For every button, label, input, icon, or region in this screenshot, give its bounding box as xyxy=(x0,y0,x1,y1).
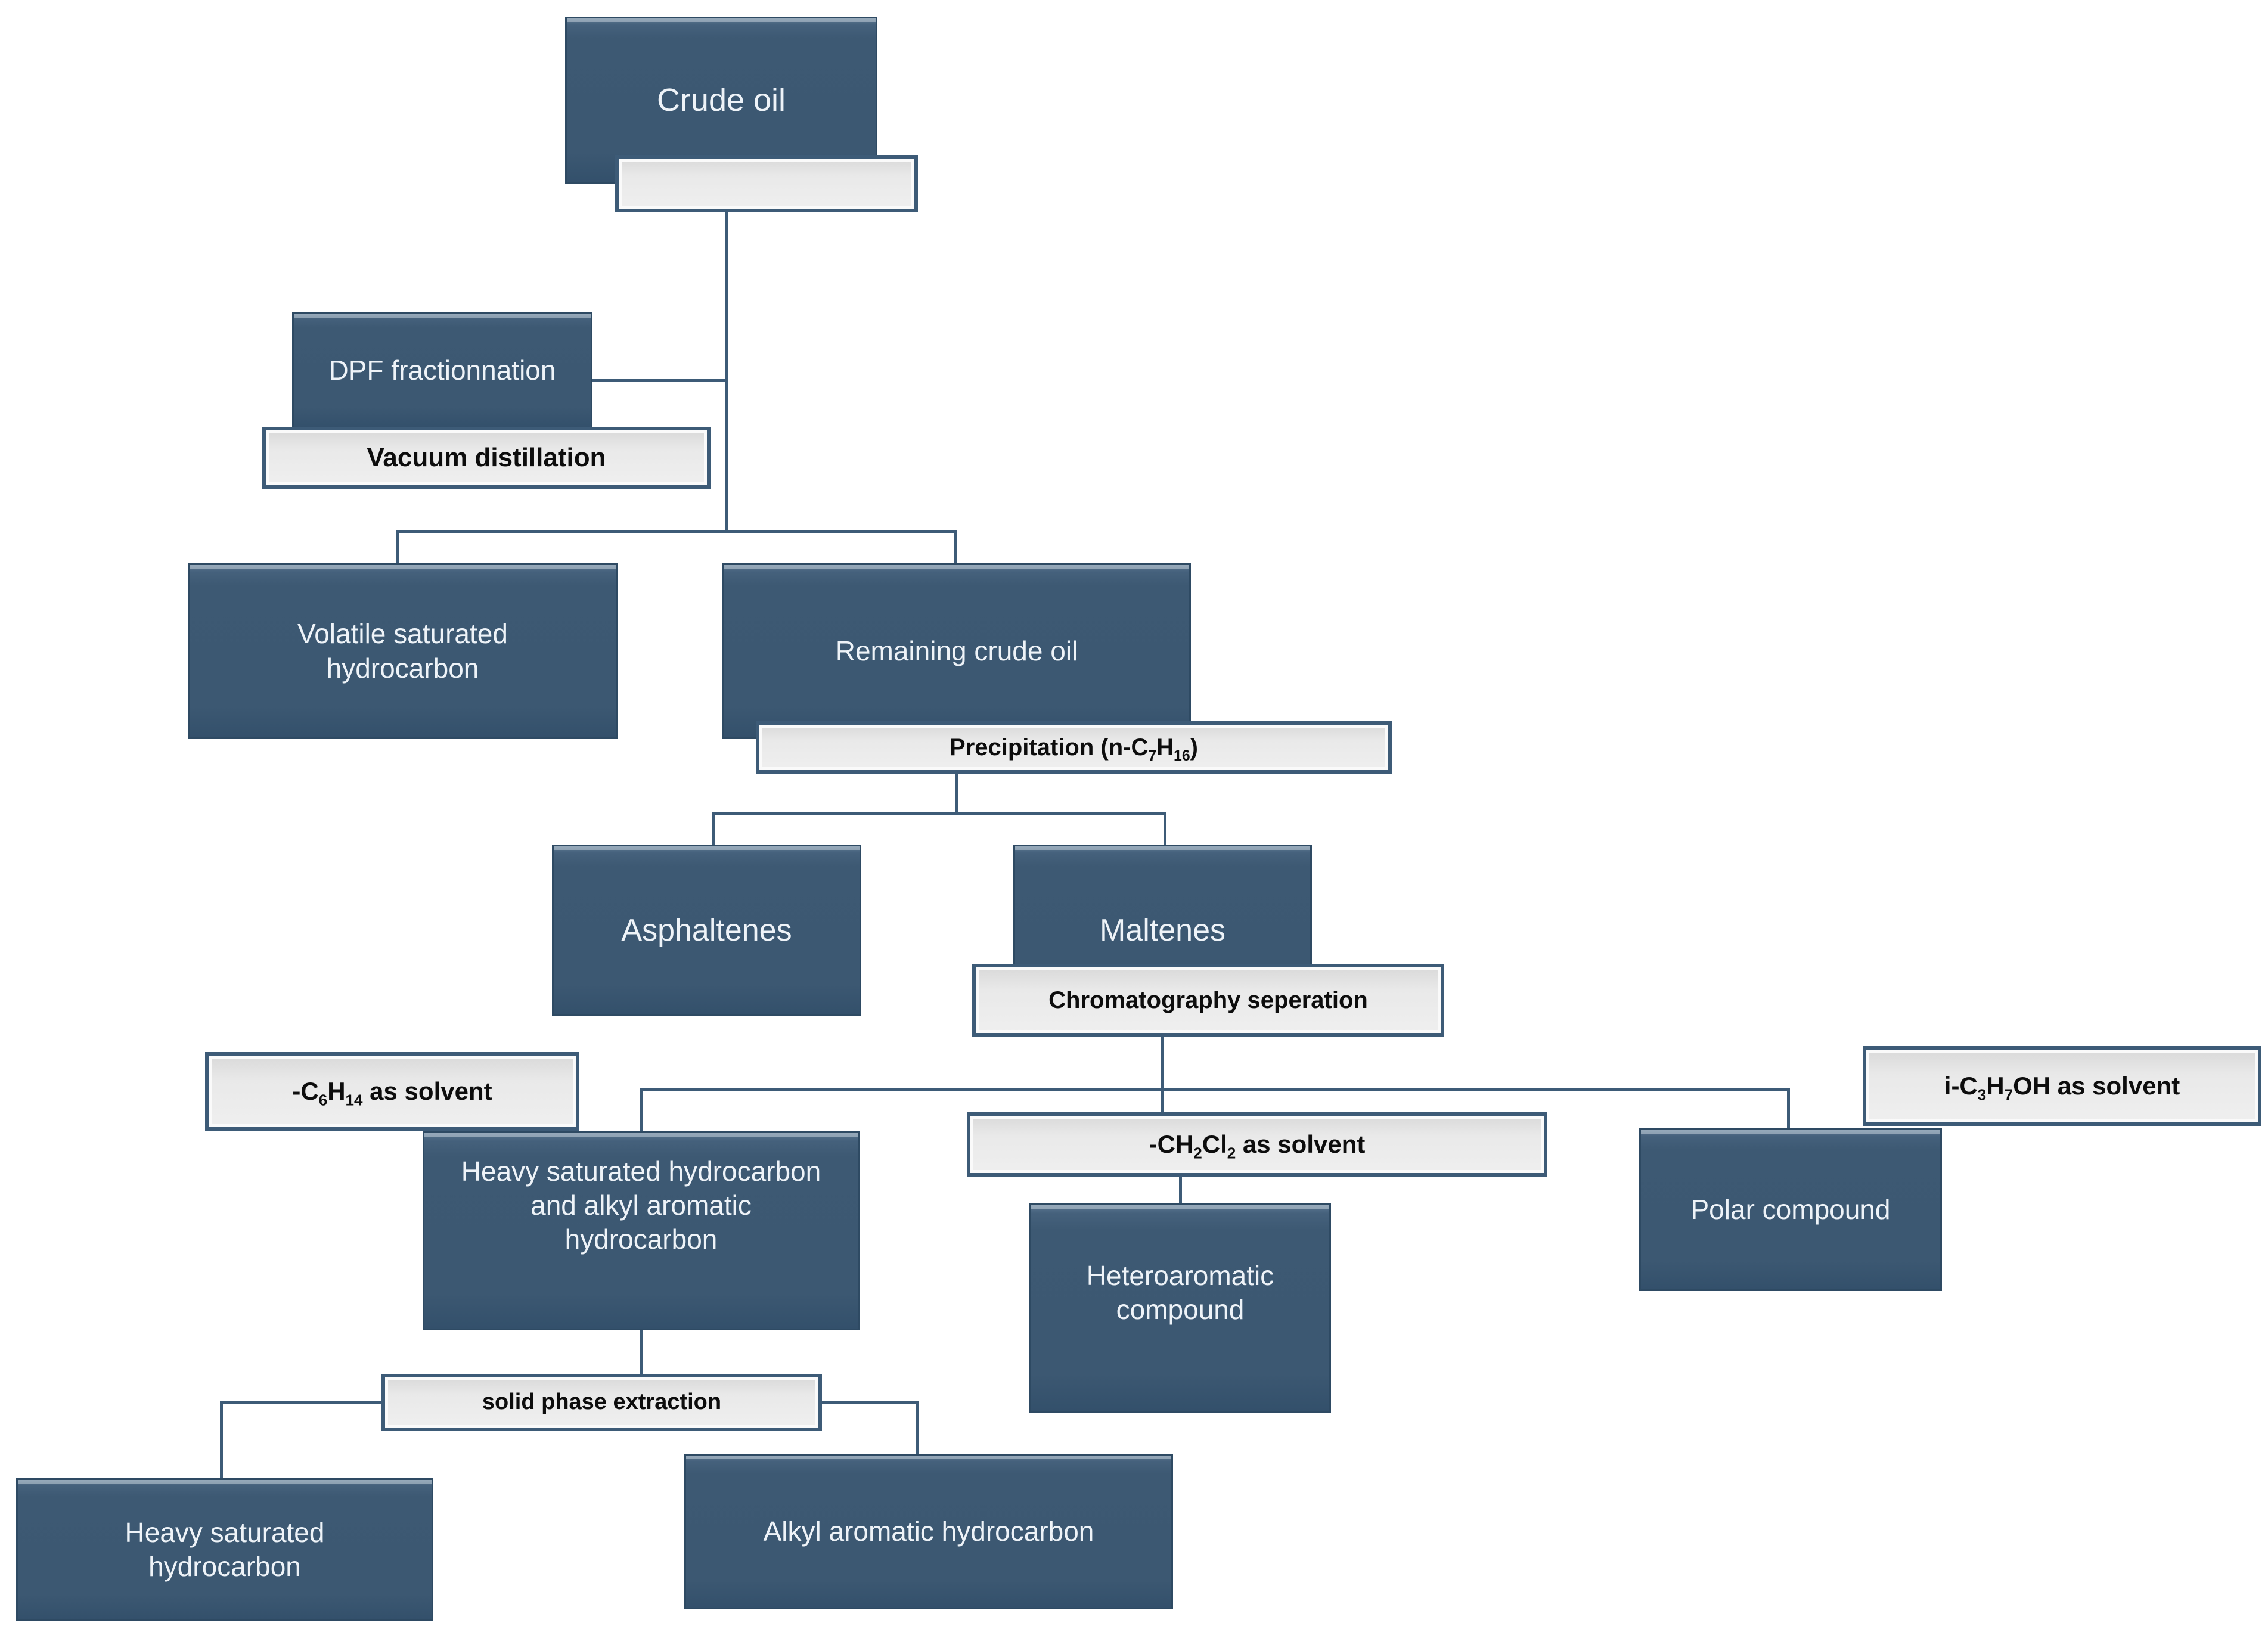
connector-branch2-right-drop xyxy=(1164,812,1166,846)
connector-branch3-right-drop xyxy=(1787,1088,1790,1130)
node-dpf-fractionnation: DPF fractionnation xyxy=(292,312,592,429)
label-solid-phase-extraction: solid phase extraction xyxy=(381,1374,822,1431)
connector-spe-left-horizontal xyxy=(220,1401,383,1404)
connector-dpf-horizontal xyxy=(592,379,727,382)
connector-branch2-horizontal xyxy=(712,812,1166,815)
node-dpf-fractionnation-label: DPF fractionnation xyxy=(328,355,556,386)
node-alkyl-bottom-label: Alkyl aromatic hydrocarbon xyxy=(763,1515,1094,1547)
node-heteroaromatic-label: Heteroaromatic compound xyxy=(1086,1260,1274,1326)
connector-branch2-left-drop xyxy=(712,812,715,846)
node-polar-compound: Polar compound xyxy=(1639,1128,1942,1291)
label-c6h14-as-solvent: -C6H14 as solvent xyxy=(205,1052,579,1131)
label-vacuum-distillation-text: Vacuum distillation xyxy=(367,442,606,472)
node-asphaltenes: Asphaltenes xyxy=(552,845,861,1016)
connector-branch3-left-drop xyxy=(640,1088,643,1134)
node-heavy-alkyl-label: Heavy saturated hydrocarbon and alkyl ar… xyxy=(461,1156,821,1255)
label-spe-text: solid phase extraction xyxy=(482,1389,722,1415)
connector-spe-right-horizontal xyxy=(822,1401,919,1404)
node-heavy-bottom-label: Heavy saturated hydrocarbon xyxy=(125,1516,325,1582)
connector-spe-left-drop xyxy=(220,1401,223,1481)
node-polar-label: Polar compound xyxy=(1690,1193,1891,1225)
label-ch2cl2-text: -CH2Cl2 as solvent xyxy=(1149,1129,1366,1162)
label-blank-under-crude-oil xyxy=(615,155,918,212)
node-crude-oil-label: Crude oil xyxy=(656,82,786,118)
label-c6h14-text: -C6H14 as solvent xyxy=(292,1076,492,1109)
connector-branch3-horizontal xyxy=(640,1088,1790,1091)
node-remaining-label: Remaining crude oil xyxy=(835,635,1078,666)
connector-branch1-horizontal xyxy=(396,530,957,533)
node-asphaltenes-label: Asphaltenes xyxy=(621,913,792,948)
connector-ch2cl2-to-hetero xyxy=(1179,1175,1182,1205)
label-ipa-text: i-C3H7OH as solvent xyxy=(1944,1071,2180,1104)
node-volatile-label: Volatile saturated hydrocarbon xyxy=(297,618,508,684)
label-vacuum-distillation: Vacuum distillation xyxy=(262,427,711,489)
node-heteroaromatic-compound: Heteroaromatic compound xyxy=(1029,1203,1331,1413)
connector-crude-main-vertical xyxy=(725,212,728,532)
node-remaining-crude-oil: Remaining crude oil xyxy=(722,563,1191,739)
node-heavy-saturated-and-alkyl-aromatic: Heavy saturated hydrocarbon and alkyl ar… xyxy=(423,1131,860,1330)
connector-precipitation-drop xyxy=(955,772,958,814)
connector-branch1-left-drop xyxy=(396,530,399,565)
node-volatile-saturated-hydrocarbon: Volatile saturated hydrocarbon xyxy=(188,563,618,739)
label-chromatography-seperation: Chromatography seperation xyxy=(972,964,1444,1037)
node-alkyl-aromatic-hydrocarbon: Alkyl aromatic hydrocarbon xyxy=(684,1454,1173,1609)
label-precipitation-text: Precipitation (n-C7H16) xyxy=(950,734,1198,764)
label-chromatography-text: Chromatography seperation xyxy=(1048,987,1368,1013)
connector-chromatography-drop xyxy=(1161,1035,1164,1115)
label-ic3h7oh-as-solvent: i-C3H7OH as solvent xyxy=(1863,1046,2261,1126)
label-precipitation-nc7h16: Precipitation (n-C7H16) xyxy=(756,721,1392,774)
connector-branch1-right-drop xyxy=(954,530,957,565)
connector-spe-right-drop xyxy=(916,1401,919,1456)
node-maltenes-label: Maltenes xyxy=(1100,913,1225,948)
node-heavy-saturated-hydrocarbon: Heavy saturated hydrocarbon xyxy=(16,1478,433,1621)
connector-heavyalkyl-drop xyxy=(640,1329,643,1376)
label-ch2cl2-as-solvent: -CH2Cl2 as solvent xyxy=(967,1112,1547,1177)
